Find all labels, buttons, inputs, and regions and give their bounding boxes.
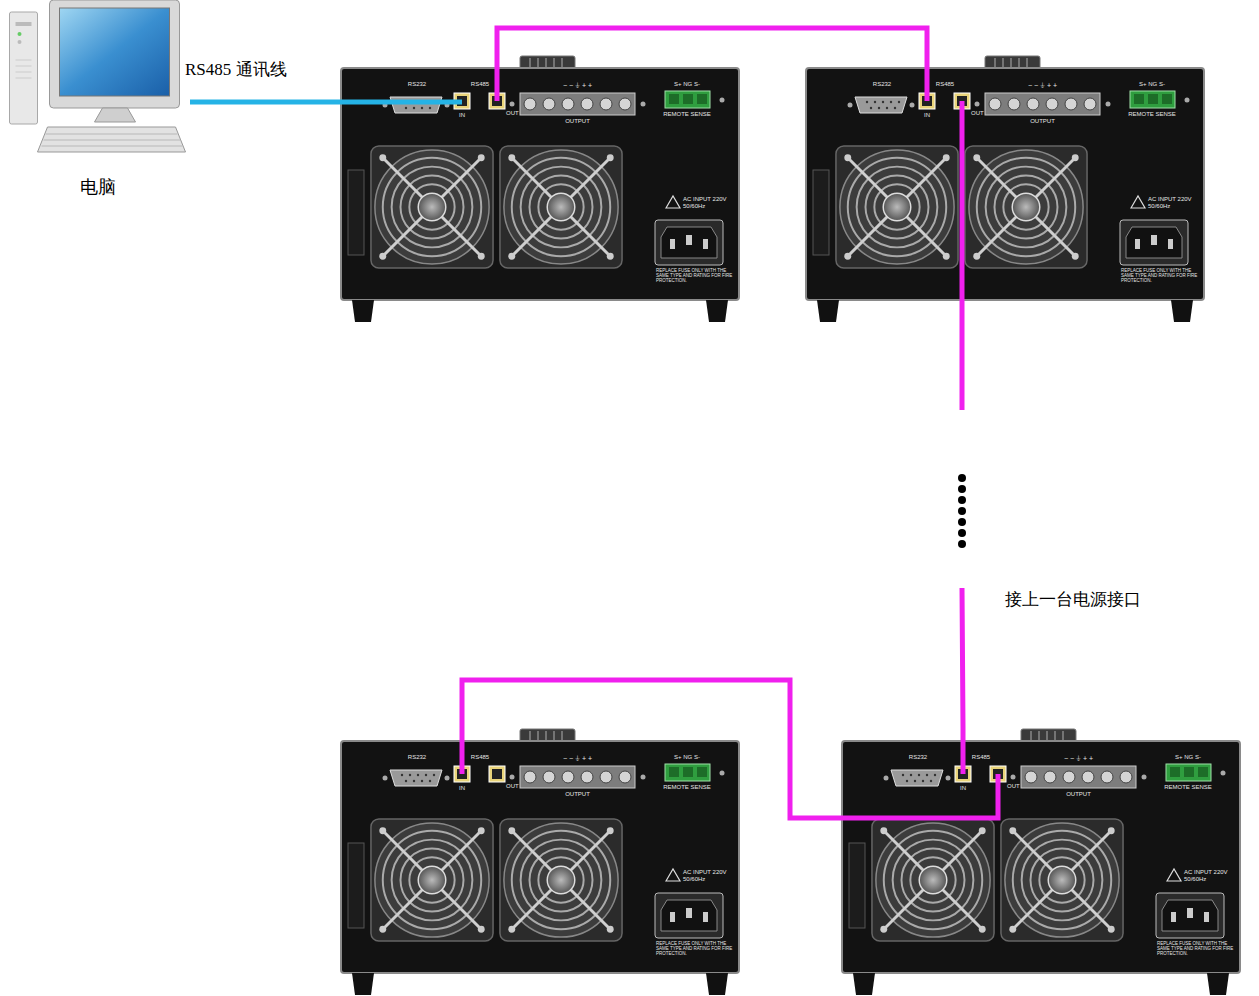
- panel-marking: REPLACE FUSE ONLY WITH THE SAME TYPE AND…: [656, 269, 734, 284]
- continuation-dots: [958, 474, 966, 548]
- panel-marking: IN: [452, 785, 472, 792]
- panel-marking: IN: [917, 112, 937, 119]
- panel-marking: OUT: [506, 110, 520, 117]
- panel-marking: REPLACE FUSE ONLY WITH THE SAME TYPE AND…: [656, 942, 734, 957]
- device-label: 电脑: [5, 178, 190, 198]
- panel-marking: OUT: [506, 783, 520, 790]
- panel-marking: RS485: [956, 754, 1006, 761]
- panel-marking: S+ NG S-: [662, 81, 712, 88]
- cable-segment: [495, 55, 500, 101]
- panel-marking: AC INPUT 220V 50/60Hz: [683, 869, 731, 882]
- panel-marking: REPLACE FUSE ONLY WITH THE SAME TYPE AND…: [1157, 942, 1235, 957]
- power-supply-rear-panel: RS232 RS485IN OUT − − ⏚ + + OUTPUT S+ NG S- RE…: [340, 55, 740, 325]
- panel-marking: REMOTE SENSE: [1153, 784, 1223, 791]
- power-supply-rear-panel: RS232 RS485IN OUT − − ⏚ + + OUTPUT S+ NG S- RE…: [841, 728, 1241, 996]
- panel-marking: IN: [452, 112, 472, 119]
- panel-marking: REMOTE SENSE: [652, 784, 722, 791]
- cable-segment: [925, 55, 930, 101]
- panel-marking: REPLACE FUSE ONLY WITH THE SAME TYPE AND…: [1121, 269, 1199, 284]
- panel-drawing: [340, 55, 740, 325]
- panel-marking: OUTPUT: [1021, 791, 1136, 798]
- panel-marking: AC INPUT 220V 50/60Hz: [1148, 196, 1196, 209]
- panel-marking: OUTPUT: [985, 118, 1100, 125]
- cable-segment: [340, 100, 462, 105]
- panel-marking: RS485: [920, 81, 970, 88]
- panel-marking: RS485: [455, 754, 505, 761]
- panel-marking: RS232: [893, 754, 943, 761]
- panel-marking: S+ NG S-: [1163, 754, 1213, 761]
- panel-marking: OUT: [1007, 783, 1021, 790]
- panel-marking: S+ NG S-: [662, 754, 712, 761]
- panel-marking: OUTPUT: [520, 118, 635, 125]
- panel-marking: OUT: [971, 110, 985, 117]
- cable-label: 接上一台电源接口: [1002, 588, 1144, 611]
- panel-marking: − − ⏚ + +: [985, 82, 1100, 90]
- cable-label: RS485 通讯线: [182, 58, 290, 81]
- power-supply-rear-panel: RS232 RS485IN OUT − − ⏚ + + OUTPUT S+ NG S- RE…: [340, 728, 740, 996]
- panel-marking: − − ⏚ + +: [1021, 755, 1136, 763]
- panel-marking: − − ⏚ + +: [520, 82, 635, 90]
- cable-segment: [841, 774, 998, 818]
- panel-marking: IN: [953, 785, 973, 792]
- panel-marking: AC INPUT 220V 50/60Hz: [683, 196, 731, 209]
- communication-cable: [190, 100, 340, 105]
- computer-icon: [5, 0, 190, 160]
- computer: 电脑: [5, 0, 190, 215]
- cable-segment: [460, 728, 465, 774]
- power-supply-rear-panel: RS232 RS485IN OUT − − ⏚ + + OUTPUT S+ NG S- RE…: [805, 55, 1205, 325]
- panel-marking: RS232: [857, 81, 907, 88]
- panel-marking: AC INPUT 220V 50/60Hz: [1184, 869, 1232, 882]
- panel-marking: RS485: [455, 81, 505, 88]
- cable-segment: [960, 101, 965, 325]
- communication-cable: [497, 28, 927, 55]
- communication-cable: [962, 325, 963, 728]
- panel-marking: REMOTE SENSE: [652, 111, 722, 118]
- panel-drawing: [805, 55, 1205, 325]
- panel-marking: RS232: [392, 81, 442, 88]
- panel-marking: − − ⏚ + +: [520, 755, 635, 763]
- panel-marking: S+ NG S-: [1127, 81, 1177, 88]
- panel-marking: REMOTE SENSE: [1117, 111, 1187, 118]
- panel-marking: OUTPUT: [520, 791, 635, 798]
- panel-marking: RS232: [392, 754, 442, 761]
- cable-segment: [961, 728, 966, 774]
